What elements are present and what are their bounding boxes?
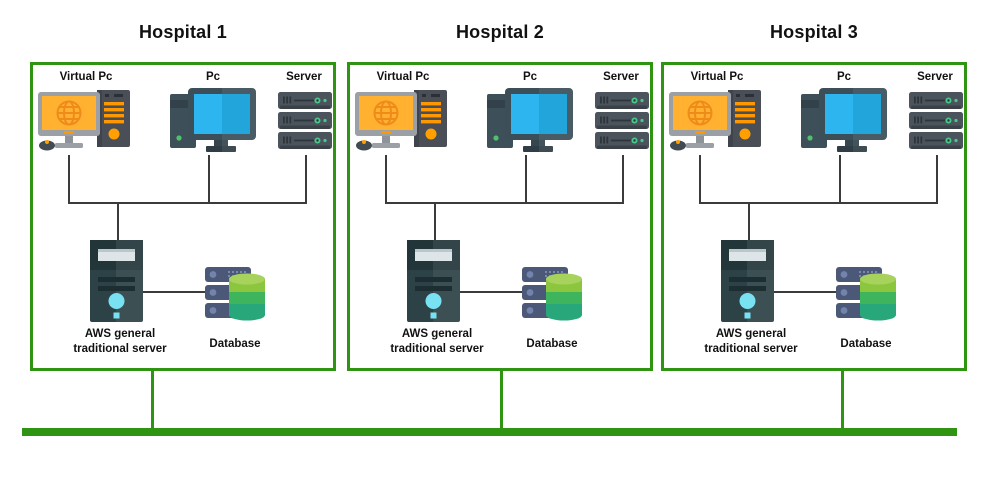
hospital-1-title: Hospital 1 bbox=[138, 22, 228, 42]
pc-label: Pc bbox=[522, 71, 538, 83]
database-label: Database bbox=[209, 338, 261, 350]
connector-drop-to-aws bbox=[434, 204, 436, 242]
hospital-3-box: Virtual Pc Pc Server AWS general traditi… bbox=[661, 62, 967, 371]
connector-stub-pc bbox=[208, 155, 210, 202]
aws-database-link-line bbox=[774, 291, 836, 293]
virtual-pc-label: Virtual Pc bbox=[690, 71, 744, 83]
server-label: Server bbox=[603, 71, 639, 83]
aws-tower-server-icon bbox=[90, 240, 143, 322]
connector-stub-server bbox=[936, 155, 938, 202]
pc-icon bbox=[487, 88, 573, 152]
database-icon bbox=[522, 266, 582, 322]
pc-icon bbox=[170, 88, 256, 152]
aws-server-label: AWS general traditional server bbox=[73, 328, 167, 355]
connector-stub-virtual-pc bbox=[699, 155, 701, 202]
connector-drop-to-aws bbox=[117, 204, 119, 242]
server-label: Server bbox=[286, 71, 322, 83]
virtual-pc-icon bbox=[38, 90, 130, 152]
database-icon bbox=[836, 266, 896, 322]
network-bus-bar bbox=[22, 428, 957, 436]
connector-stub-virtual-pc bbox=[385, 155, 387, 202]
bus-drop-3 bbox=[841, 371, 844, 428]
hospital-3-title: Hospital 3 bbox=[769, 22, 859, 42]
connector-stub-server bbox=[305, 155, 307, 202]
server-rack-icon bbox=[278, 92, 332, 150]
connector-drop-to-aws bbox=[748, 204, 750, 242]
lan-connector-line bbox=[385, 202, 624, 204]
bus-drop-1 bbox=[151, 371, 154, 428]
database-label: Database bbox=[526, 338, 578, 350]
virtual-pc-label: Virtual Pc bbox=[376, 71, 430, 83]
bus-drop-2 bbox=[500, 371, 503, 428]
pc-label: Pc bbox=[836, 71, 852, 83]
pc-icon bbox=[801, 88, 887, 152]
server-label: Server bbox=[917, 71, 953, 83]
pc-label: Pc bbox=[205, 71, 221, 83]
connector-stub-pc bbox=[839, 155, 841, 202]
lan-connector-line bbox=[68, 202, 307, 204]
hospital-1-box: Virtual Pc Pc Server AWS general traditi… bbox=[30, 62, 336, 371]
aws-database-link-line bbox=[143, 291, 205, 293]
server-rack-icon bbox=[909, 92, 963, 150]
connector-stub-server bbox=[622, 155, 624, 202]
database-label: Database bbox=[840, 338, 892, 350]
virtual-pc-icon bbox=[669, 90, 761, 152]
aws-tower-server-icon bbox=[407, 240, 460, 322]
aws-tower-server-icon bbox=[721, 240, 774, 322]
virtual-pc-icon bbox=[355, 90, 447, 152]
server-rack-icon bbox=[595, 92, 649, 150]
connector-stub-pc bbox=[525, 155, 527, 202]
hospital-2-box: Virtual Pc Pc Server AWS general traditi… bbox=[347, 62, 653, 371]
aws-server-label: AWS general traditional server bbox=[390, 328, 484, 355]
connector-stub-virtual-pc bbox=[68, 155, 70, 202]
lan-connector-line bbox=[699, 202, 938, 204]
hospital-2-title: Hospital 2 bbox=[455, 22, 545, 42]
aws-database-link-line bbox=[460, 291, 522, 293]
virtual-pc-label: Virtual Pc bbox=[59, 71, 113, 83]
aws-server-label: AWS general traditional server bbox=[704, 328, 798, 355]
database-icon bbox=[205, 266, 265, 322]
